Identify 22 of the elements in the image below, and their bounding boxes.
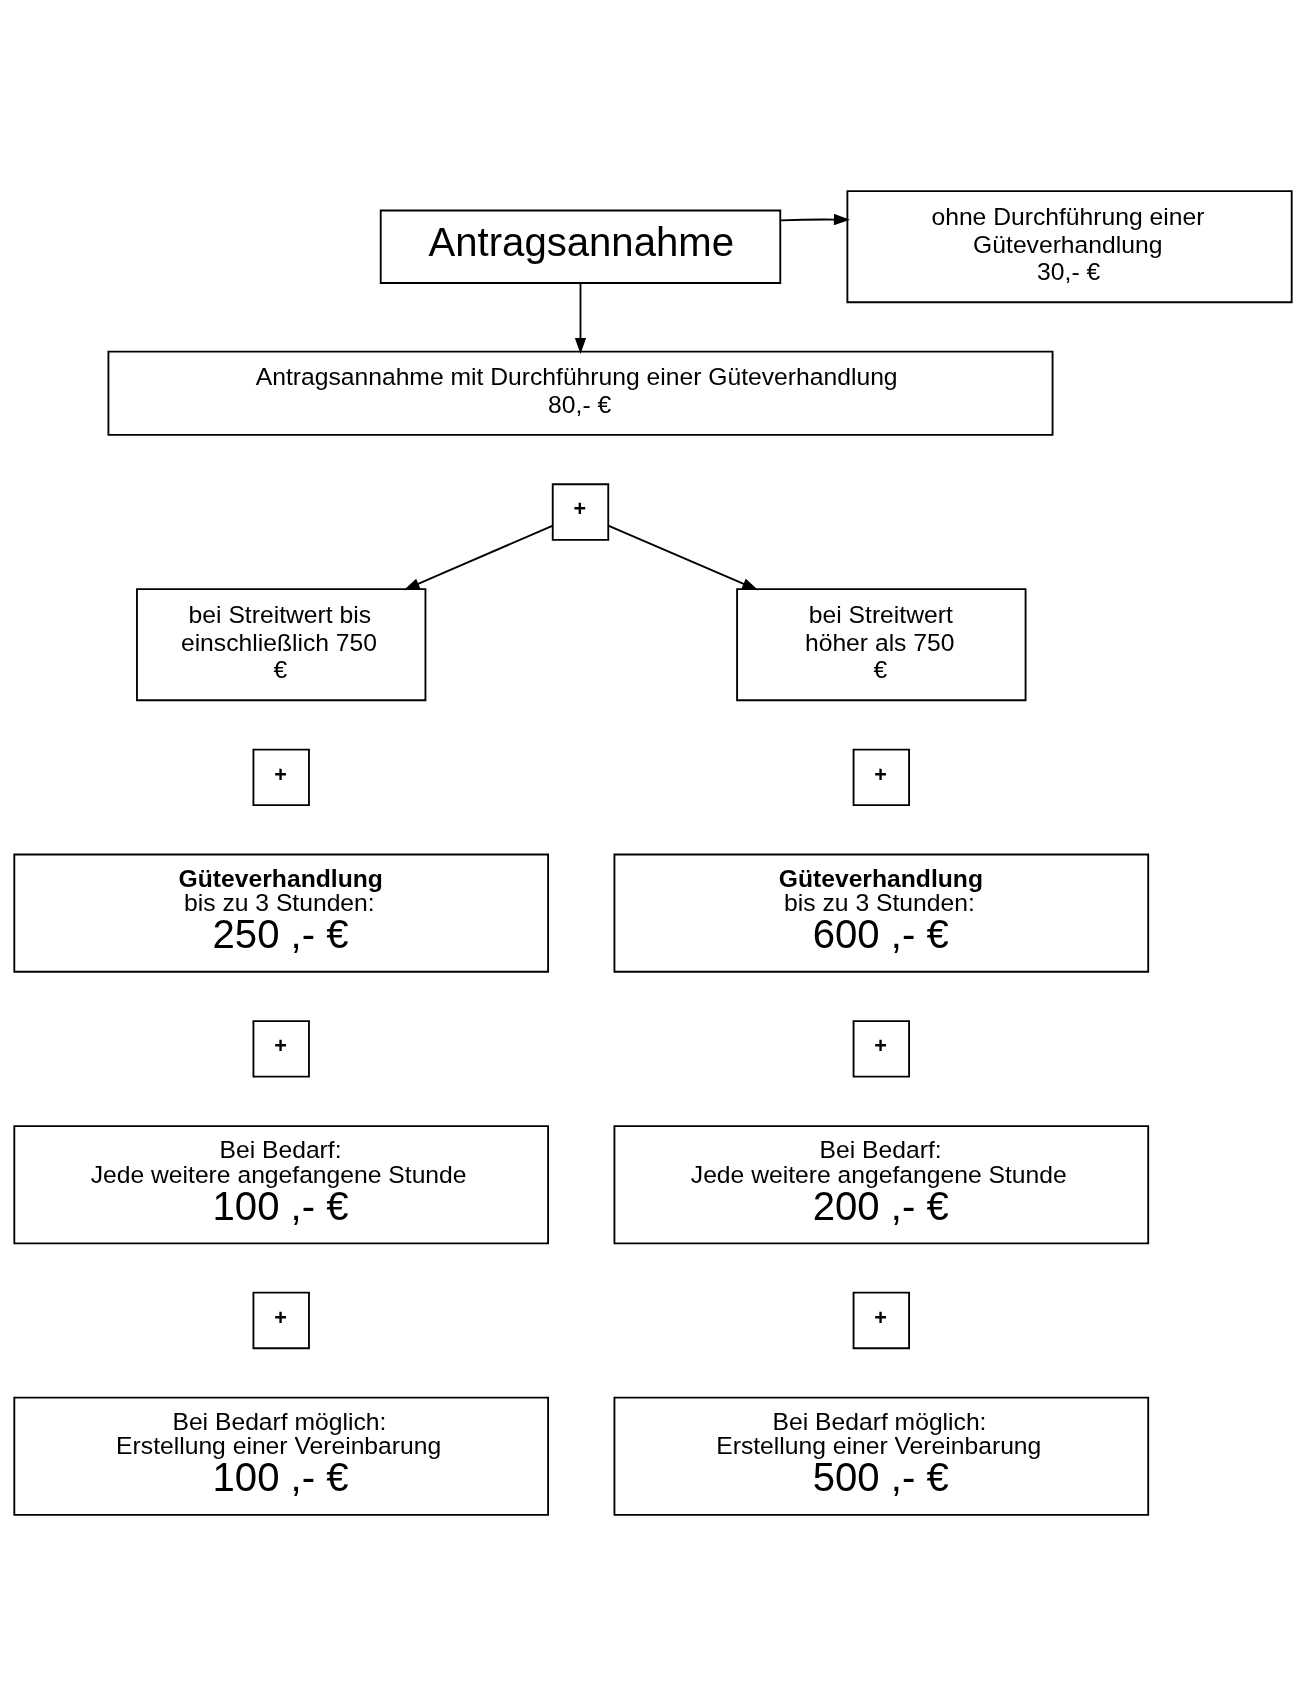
arrow	[607, 524, 759, 591]
node-box: ohne Durchführung einer Güteverhandlung 30,- €	[846, 190, 1293, 304]
node-box: Bei Bedarf möglich: Erstellung einer Vereinbarung 500 ,- €	[613, 1396, 1150, 1516]
node-box: +	[852, 748, 910, 807]
node-box: Antragsannahme	[379, 209, 782, 284]
node-box: Güteverhandlung bis zu 3 Stunden: 250 ,- €	[13, 853, 549, 973]
node-box: Bei Bedarf: Jede weitere angefangene Stunde 100 ,- €	[13, 1125, 549, 1245]
node-box: Bei Bedarf: Jede weitere angefangene Stunde 200 ,- €	[613, 1125, 1150, 1245]
node-box: bei Streitwert bis einschließlich 750 €	[136, 588, 427, 702]
node-box: Antragsannahme mit Durchführung einer Güteverhandlung 80,- €	[107, 350, 1054, 436]
node-box: +	[551, 483, 610, 541]
node-box: bei Streitwert höher als 750 €	[736, 588, 1027, 702]
node-box: +	[852, 1291, 910, 1350]
node-box: +	[252, 1020, 310, 1078]
arrow	[403, 524, 554, 591]
node-box: +	[252, 748, 310, 807]
arrow	[779, 213, 850, 226]
node-box: +	[252, 1291, 310, 1350]
node-box: Güteverhandlung bis zu 3 Stunden: 600 ,- €	[613, 853, 1150, 973]
arrow	[574, 282, 587, 354]
node-box: +	[852, 1020, 910, 1078]
node-box: Bei Bedarf möglich: Erstellung einer Vereinbarung 100 ,- €	[13, 1396, 549, 1516]
